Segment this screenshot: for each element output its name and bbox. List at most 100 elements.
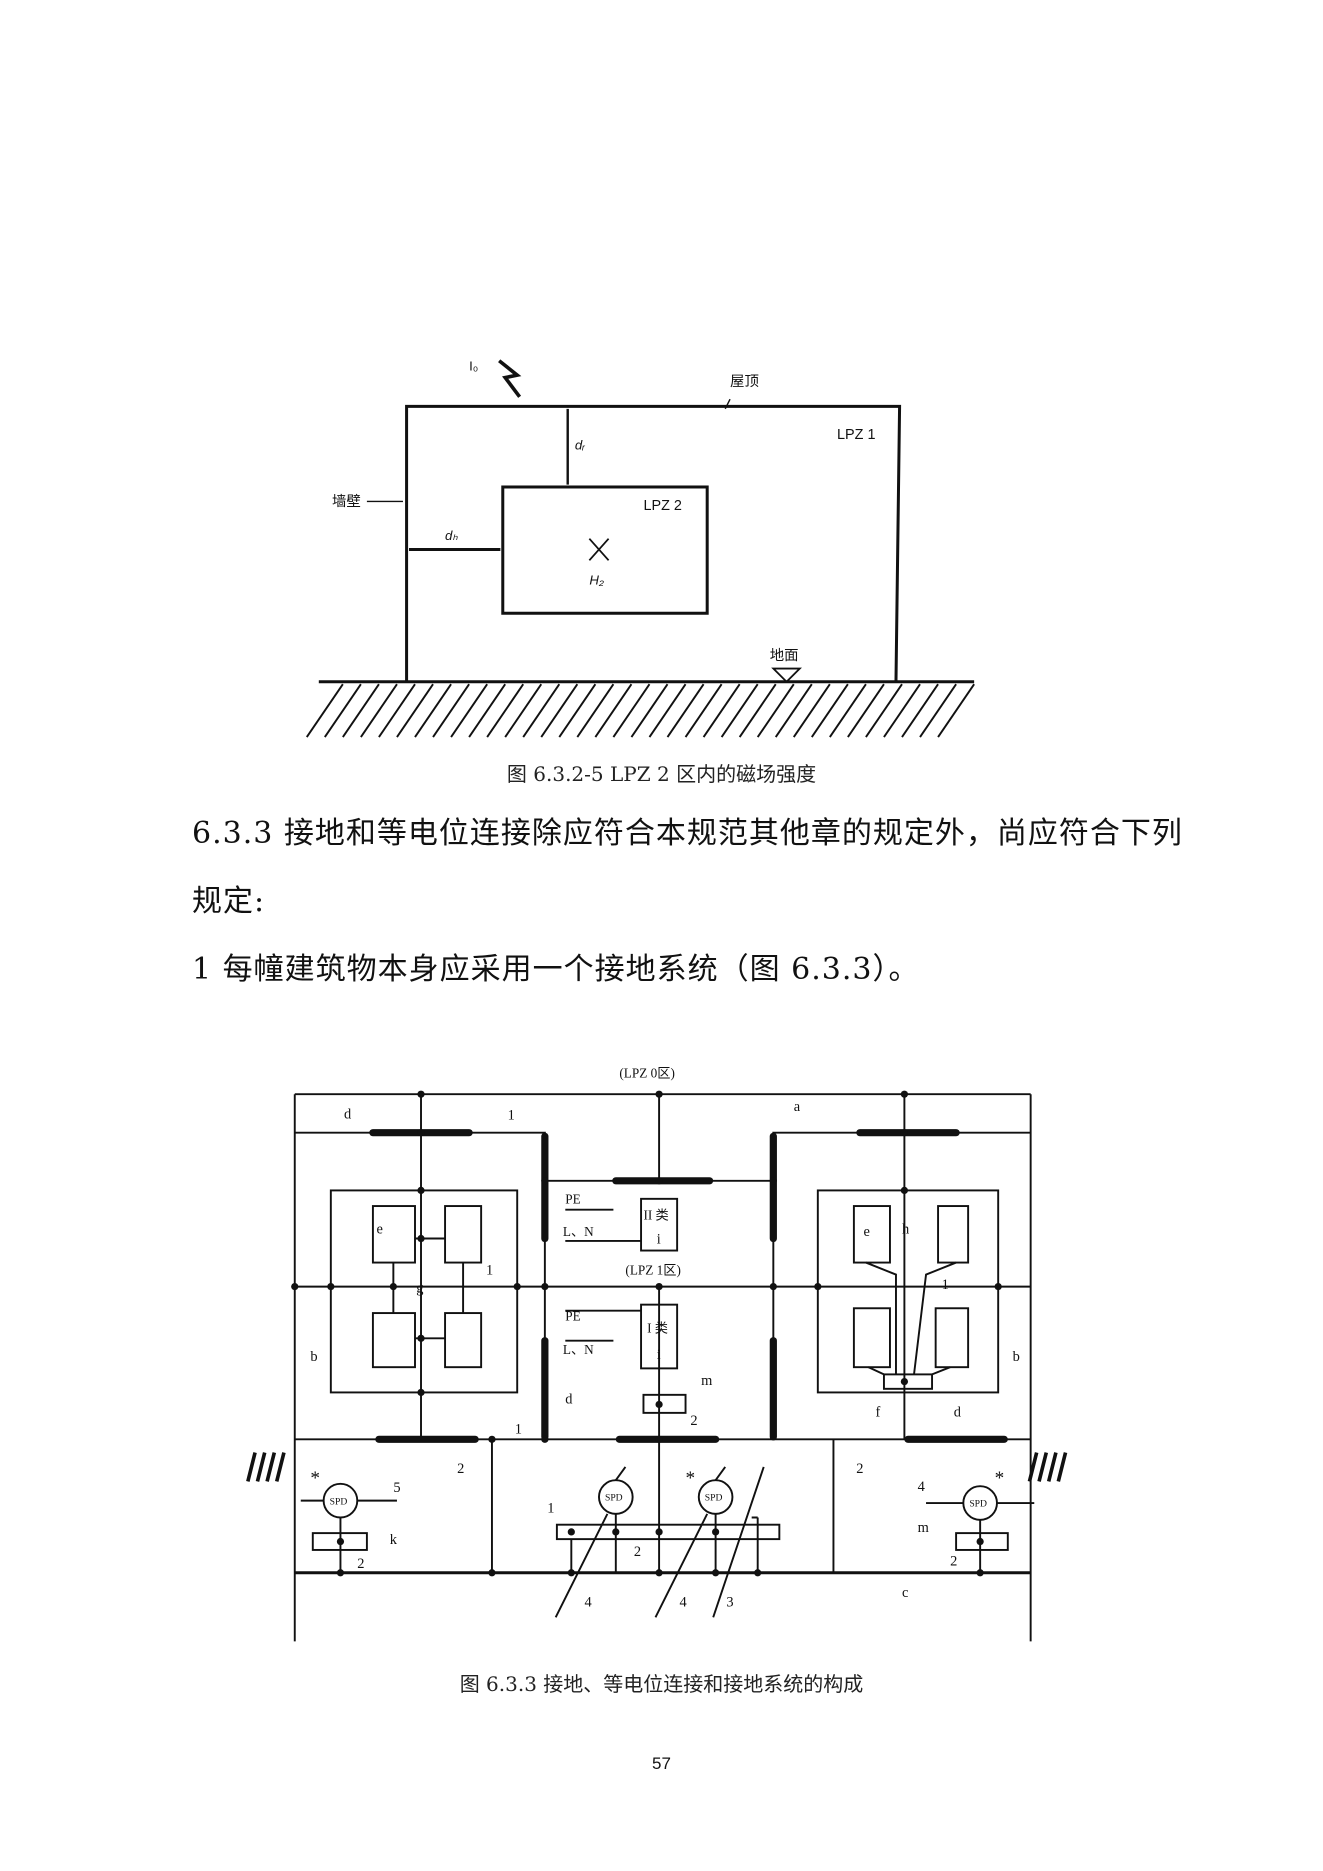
label-b: b <box>1013 1349 1020 1365</box>
paragraph-6-3-3-line2: 规定: <box>192 884 266 919</box>
current-label: I₀ <box>469 358 478 373</box>
hatch-line <box>1027 1452 1039 1482</box>
figure2-caption: 图 6.3.3 接地、等电位连接和接地系统的构成 <box>459 1672 864 1696</box>
junction-dot <box>567 1528 575 1536</box>
figure1-caption: 图 6.3.2-5 LPZ 2 区内的磁场强度 <box>506 762 817 786</box>
hatch-line <box>522 683 561 738</box>
label-1: 1 <box>547 1501 554 1517</box>
ground-hatch <box>246 1452 1068 1482</box>
hatch-line <box>486 683 525 738</box>
label-4: 4 <box>918 1479 925 1495</box>
label-1: 1 <box>508 1107 515 1123</box>
junction-dot <box>655 1528 663 1536</box>
label-2: 2 <box>357 1556 364 1572</box>
hatch-line <box>774 683 813 738</box>
junction-dot <box>754 1569 762 1577</box>
label-1: 1 <box>515 1421 522 1437</box>
label-ln: L、N <box>563 1342 594 1357</box>
hatch-line <box>847 683 885 738</box>
figure-grounding-system: (LPZ 0区) (LPZ 1区) a b b c d d d e e f g … <box>246 1065 1068 1642</box>
junction-dot <box>976 1537 984 1546</box>
junction-dot <box>336 1537 345 1546</box>
hatch-line <box>792 683 831 738</box>
label-e: e <box>864 1224 870 1240</box>
label-5: 5 <box>393 1480 400 1496</box>
hatch-line <box>937 683 975 738</box>
label-d: d <box>344 1106 352 1122</box>
label-2: 2 <box>690 1413 697 1429</box>
junction-dot <box>513 1283 521 1291</box>
junction-dot <box>541 1283 549 1291</box>
hatch-line <box>246 1452 257 1482</box>
hatch-line <box>558 683 597 738</box>
hatch-line <box>540 683 579 738</box>
label-i: i <box>657 1231 661 1247</box>
junction-dot <box>769 1283 777 1291</box>
terminal-m <box>642 1393 687 1414</box>
hatch-line <box>1046 1452 1058 1482</box>
hatch-line <box>342 683 380 738</box>
junction-dot <box>900 1377 909 1386</box>
hatch-line <box>1056 1452 1068 1482</box>
lightning-bolt-icon <box>498 359 522 398</box>
label-i: i <box>657 1347 661 1363</box>
junction-dots <box>291 1090 1002 1577</box>
label-pe: PE <box>565 1308 580 1323</box>
label-4: 4 <box>585 1594 592 1610</box>
bonding-bar-f <box>882 1373 934 1390</box>
ground-label: 地面 <box>770 647 799 664</box>
hatch-line <box>504 683 543 738</box>
hatch-line <box>378 683 416 738</box>
label-pe: PE <box>565 1192 580 1207</box>
building-outline <box>405 404 902 682</box>
junction-dot <box>655 1400 663 1409</box>
junction-dot <box>417 1129 425 1137</box>
hatch-line <box>883 683 921 738</box>
junction-dot <box>389 1283 397 1291</box>
hatch-line <box>829 683 867 738</box>
hatch-line <box>630 683 669 738</box>
spd-label: SPD <box>330 1496 348 1507</box>
ground-level-icon <box>771 667 802 684</box>
hatch-line <box>396 683 434 738</box>
junction-dot <box>612 1528 620 1536</box>
junction-dot <box>541 1177 549 1185</box>
item-1: 1 每幢建筑物本身应采用一个接地系统（图 6.3.3）。 <box>192 952 920 987</box>
dr-label: dᵣ <box>575 438 585 453</box>
label-class1: I 类 <box>647 1320 668 1335</box>
lpz1-label: LPZ 1 <box>837 427 875 443</box>
hatch-line <box>720 683 759 738</box>
label-m: m <box>701 1373 712 1389</box>
field-point-marker <box>588 538 610 561</box>
bonding-bus-bar <box>555 1523 781 1541</box>
junction-dot <box>541 1435 549 1443</box>
class2-equipment <box>640 1197 679 1252</box>
spd-label: SPD <box>969 1499 987 1510</box>
label-2: 2 <box>457 1461 464 1477</box>
junction-dot <box>336 1569 345 1577</box>
hatch-line <box>738 683 777 738</box>
h2-label: H₂ <box>589 572 604 587</box>
page-number: 57 <box>652 1754 671 1773</box>
junction-dot <box>900 1186 909 1195</box>
junction-dot <box>291 1283 299 1291</box>
label-2: 2 <box>634 1544 641 1560</box>
hatch-line <box>612 683 651 738</box>
junction-dot <box>417 1090 425 1098</box>
hatch-line <box>324 683 362 738</box>
ground-hatch <box>305 683 975 738</box>
hatch-line <box>901 683 939 738</box>
junction-dot <box>769 1177 777 1185</box>
label-g: g <box>416 1281 423 1297</box>
junction-dot <box>712 1528 720 1536</box>
junction-dot <box>976 1569 984 1577</box>
junction-dot <box>327 1283 335 1291</box>
junction-dot <box>488 1435 496 1443</box>
hatch-line <box>468 683 506 738</box>
label-1: 1 <box>942 1277 949 1293</box>
hatch-line <box>594 683 633 738</box>
label-class2: II 类 <box>643 1207 668 1222</box>
hatch-line <box>414 683 452 738</box>
